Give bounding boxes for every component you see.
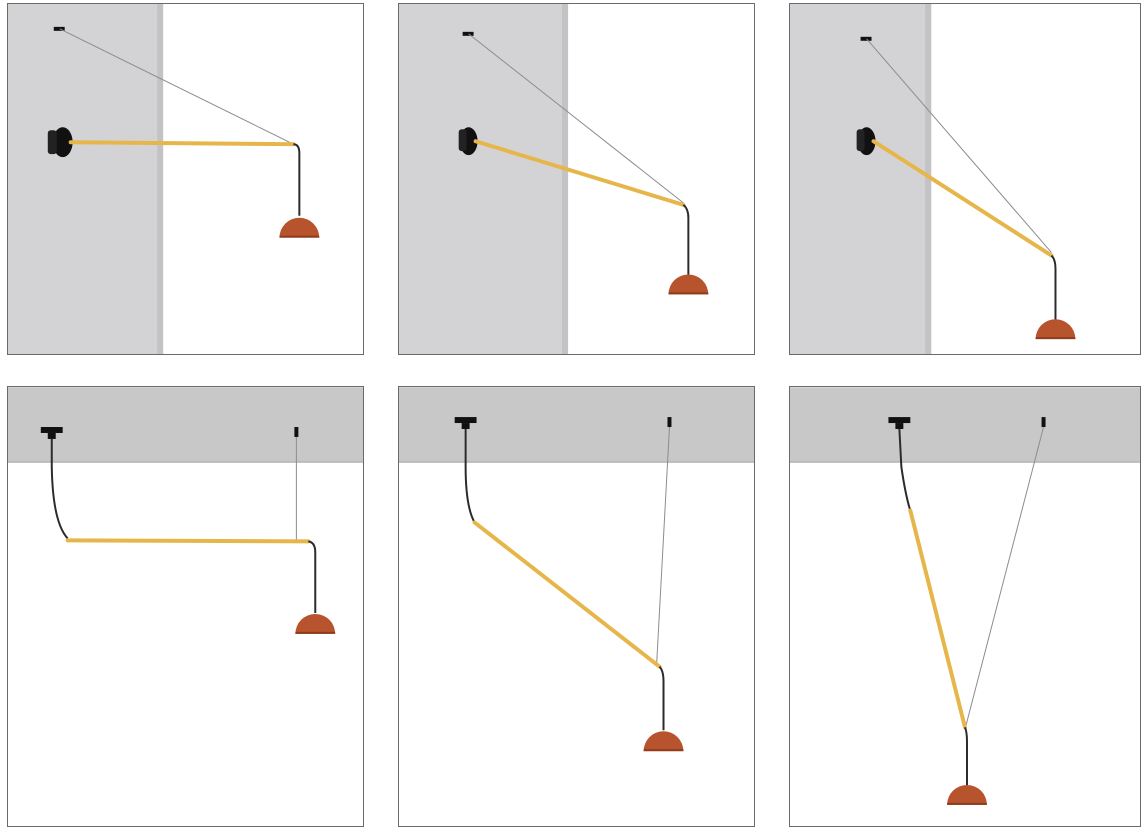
copper-shade [279,217,320,238]
ceiling-edge [790,460,1140,463]
power-cable-drop [658,665,665,731]
ceiling-steep-angle-illustration [790,387,1140,805]
brass-arm [68,140,296,147]
power-cable [682,204,690,275]
wire-anchor [860,36,872,41]
wire-anchor [462,31,474,36]
panel-ceiling-mid-angle [398,386,755,827]
wall-canopy-disc [856,129,865,152]
power-cable [50,438,69,540]
ceiling-mid-angle-illustration [399,387,754,752]
ceiling-canopy-stem [461,423,470,429]
wall [8,4,164,354]
ceiling-horizontal-illustration [8,387,363,634]
ceiling [790,387,1140,463]
panel-wall-horizontal [7,3,364,355]
wall-mid-angle-illustration [399,4,709,354]
power-cable-drop [308,540,317,613]
ceiling-edge [399,460,754,463]
brass-arm [473,139,686,207]
shade-rim [947,802,987,805]
shade-rim [668,292,709,295]
panel-ceiling-horizontal [7,386,364,827]
brass-arm [65,538,311,544]
brass-arm [871,139,1054,258]
tension-wire [866,38,1052,253]
wall-shadow [562,4,569,354]
brass-arm [472,520,662,669]
panel-wall-steep-angle [789,3,1141,355]
wall-canopy-disc [47,130,57,155]
wire-anchor [1041,417,1046,428]
power-cable [293,143,301,216]
copper-shade [668,274,709,295]
wire-anchor [294,427,299,437]
wall [790,4,932,354]
wall [399,4,569,354]
wall-shadow [925,4,932,354]
shade-rim [279,235,320,238]
ceiling-canopy-stem [47,432,56,439]
brass-arm [908,508,967,730]
tension-wire [468,33,684,204]
wire-anchor [53,26,65,31]
wall-shadow [157,4,164,354]
tension-wire [59,28,292,144]
tension-wire [656,426,670,666]
wall-canopy-disc [458,129,467,152]
ceiling-canopy [454,417,477,424]
copper-shade [947,784,987,805]
copper-shade [643,731,684,752]
tension-wire [965,426,1045,726]
ceiling [8,387,363,463]
wall-canopy [52,127,73,158]
wire-anchor [667,417,672,428]
copper-shade [295,613,336,634]
power-cable [898,428,912,511]
copper-shade [1035,319,1076,340]
power-cable [1050,254,1057,321]
power-cable [464,429,476,523]
ceiling-canopy-stem [895,423,904,430]
shade-rim [643,749,684,752]
ceiling [399,387,754,463]
panel-wall-mid-angle [398,3,755,355]
shade-rim [1035,337,1076,340]
panel-ceiling-steep-angle [789,386,1141,827]
wall-horizontal-illustration [8,4,320,354]
ceiling-canopy [888,417,911,424]
wall-steep-angle-illustration [790,4,1076,354]
ceiling-edge [8,460,363,463]
shade-rim [295,631,336,634]
power-cable-drop [964,726,968,785]
ceiling-canopy [40,427,63,433]
